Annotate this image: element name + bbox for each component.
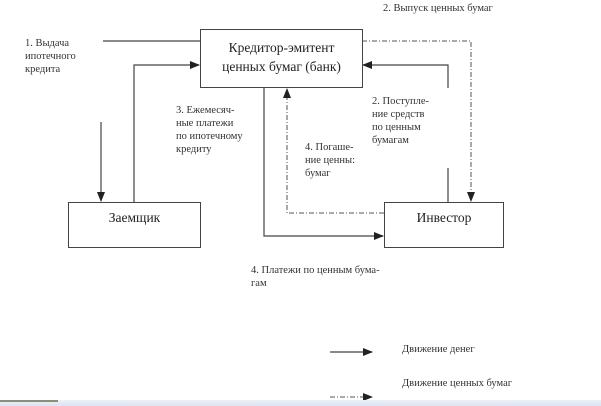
legend-money-label: Движение денег (402, 344, 475, 355)
label-monthly-payments: 3. Ежемесяч- ные платежи по ипотечному к… (176, 105, 243, 155)
label-issue-credit: 1. Выдача ипотечного кредита (25, 38, 76, 75)
edge-security-payments-arrow (263, 87, 384, 240)
window-bottom-strip (0, 400, 601, 406)
bottom-strip-segment (0, 400, 58, 402)
creditor-label-line1: Кредитор-эмитент (228, 40, 335, 55)
legend-securities-label: Движение ценных бумаг (402, 378, 513, 389)
creditor-box: Кредитор-эмитент ценных бумаг (банк) (200, 29, 363, 88)
label-redemption: 4. Погаше- ние ценны: бумаг (305, 142, 356, 179)
edge-monthly-payments-arrow (133, 61, 200, 202)
borrower-box: Заемщик (68, 202, 201, 248)
label-security-payments: 4. Платежи по ценным бума- гам (251, 265, 380, 289)
edge-redemption-arrow (283, 88, 384, 214)
investor-box: Инвестор (384, 202, 504, 248)
creditor-label-line2: ценных бумаг (банк) (222, 59, 341, 74)
investor-label: Инвестор (416, 210, 472, 225)
borrower-label: Заемщик (108, 210, 161, 225)
label-funds-receipt: 2. Поступле- ние средств по ценным бумаг… (372, 96, 429, 146)
edge-funds-receipt-arrow (362, 61, 449, 88)
label-issue-securities: 2. Выпуск ценных бумаг (383, 3, 493, 14)
